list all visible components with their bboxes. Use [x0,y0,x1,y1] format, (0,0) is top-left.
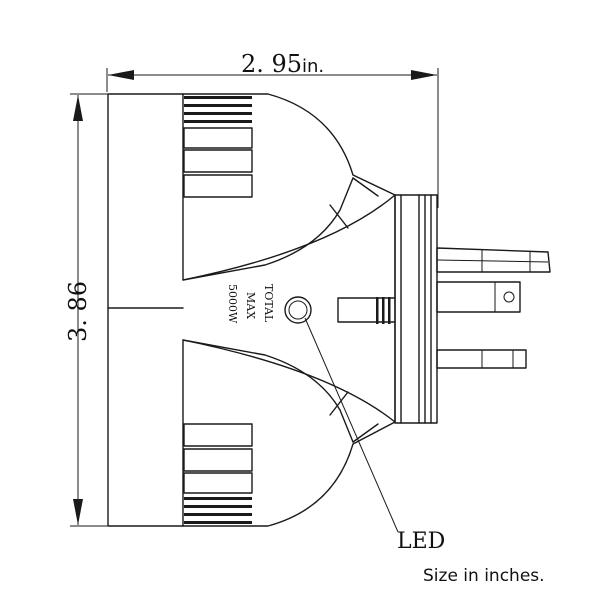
rating-line-3: 5000W [226,284,239,324]
led-ring-outer [284,296,312,324]
slot-bar [184,513,252,516]
side-tab-outline [337,297,396,323]
width-dimension: 2. 95 in. [106,50,439,208]
slot-bar [184,96,252,99]
slot-box [183,423,253,447]
top-prong [436,247,551,273]
width-arrow-right [411,70,437,80]
width-arrow-left [108,70,134,80]
bottom-prong [436,349,527,369]
slot-bar [184,521,252,524]
width-unit: in. [302,56,324,77]
led-label: LED [397,529,445,554]
led-leader-line [304,317,399,533]
height-arrow-top [73,95,83,121]
side-tab [337,297,396,324]
width-value: 2. 95 [241,50,302,78]
rating-line-2: MAX [244,292,257,319]
slot-bar [184,112,252,115]
slot-bar [184,497,252,500]
bottom-slot-bars [183,423,253,524]
top-neck-bevel [329,177,379,229]
ground-prong-hole [503,291,515,303]
slot-box [183,174,253,198]
led-ring-inner [288,300,308,320]
slot-box [183,448,253,472]
height-arrow-bottom [73,499,83,525]
top-prong-detail [436,259,549,263]
height-dimension: 3. 86 [64,93,108,527]
slot-bar [184,104,252,107]
grip-line [388,297,391,324]
plug-prongs [436,247,551,369]
slot-box [183,472,253,494]
plug-collar [394,194,438,424]
grip-line [382,297,385,324]
rating-label: TOTAL MAX 5000W [226,284,275,324]
height-value: 3. 86 [64,281,92,342]
slot-box [183,149,253,173]
size-caption: Size in inches. [423,566,545,586]
adapter-body: TOTAL MAX 5000W [107,93,399,533]
top-slot-bars [183,96,253,198]
slot-bar [184,120,252,123]
grip-line [376,297,379,324]
slot-box [183,127,253,149]
bottom-neck-line [182,339,396,423]
slot-bar [184,505,252,508]
top-neck-line [182,194,396,281]
ground-prong [436,281,521,313]
rating-line-1: TOTAL [262,284,275,323]
